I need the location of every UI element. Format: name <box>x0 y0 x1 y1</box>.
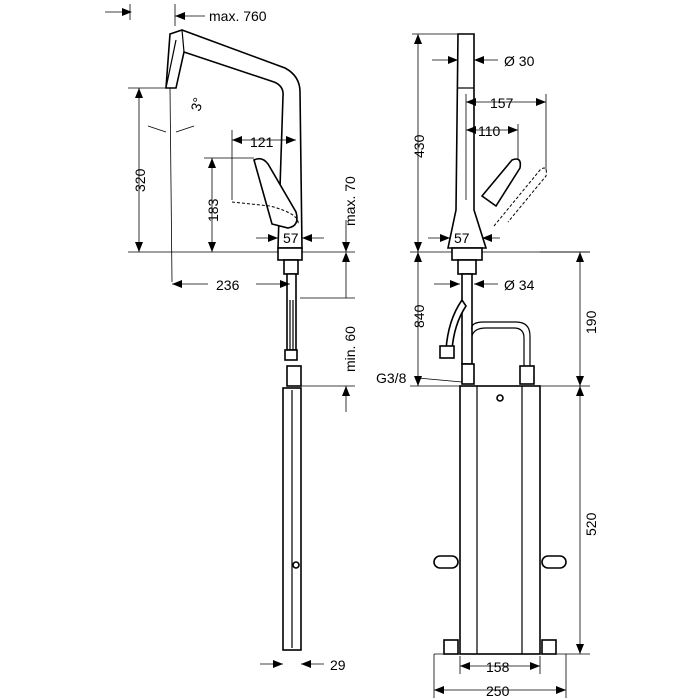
arrow <box>450 280 460 288</box>
vertical-ref <box>169 87 173 283</box>
arrow <box>172 280 182 288</box>
arrow <box>122 8 132 16</box>
front-hose-loop <box>471 321 531 366</box>
front-lever <box>480 158 522 208</box>
arrow <box>135 88 143 98</box>
box-foot-left <box>443 639 459 655</box>
dim-236-label: 236 <box>216 277 240 293</box>
arrow <box>208 158 216 168</box>
side-view: max. 760 320 3° 121 183 max. 70 57 <box>105 4 358 673</box>
angle-arrow-left <box>147 125 167 133</box>
front-base <box>451 247 483 261</box>
dim-320-label: 320 <box>132 168 148 192</box>
side-base <box>277 247 303 261</box>
dim-250-label: 250 <box>486 683 510 699</box>
dim-157-label: 157 <box>490 95 514 111</box>
dim-min-deck-label: min. 60 <box>342 326 358 372</box>
front-view: Ø 30 430 157 110 57 Ø 34 <box>376 33 599 699</box>
dim-reach-max-label: max. 760 <box>209 8 267 24</box>
arrow <box>414 242 422 252</box>
box-foot-right <box>541 639 557 655</box>
arrow <box>482 234 492 242</box>
side-box-screw <box>292 561 300 569</box>
side-fitting <box>284 349 298 361</box>
arrow <box>556 686 566 694</box>
arrow <box>448 56 458 64</box>
arrow <box>286 136 296 144</box>
arrow <box>280 280 290 288</box>
arrow <box>440 234 450 242</box>
dim-110-label: 110 <box>478 123 501 139</box>
box-screw <box>496 394 504 402</box>
front-shank <box>461 273 473 365</box>
arrow <box>576 386 584 396</box>
arrow <box>302 234 312 242</box>
front-hose-box <box>459 385 541 655</box>
spray-head-seam <box>165 39 177 89</box>
dim-spout-diameter-label: Ø 30 <box>504 53 535 69</box>
spout-joint <box>181 29 185 53</box>
arrow <box>508 126 518 134</box>
arrow <box>434 686 444 694</box>
arrow <box>208 242 216 252</box>
dim-430-label: 430 <box>411 134 427 158</box>
arrow <box>342 386 350 396</box>
arrow <box>466 98 476 106</box>
side-valve <box>286 365 302 387</box>
arrow <box>474 56 484 64</box>
arrow <box>414 252 422 262</box>
dim-840-label: 840 <box>411 304 427 328</box>
thread-leader <box>417 377 463 383</box>
dim-121-label: 121 <box>250 134 274 150</box>
arrow <box>273 660 283 668</box>
side-shank <box>286 273 297 351</box>
arrow <box>301 660 311 668</box>
arrow <box>342 242 350 252</box>
arrow <box>268 234 278 242</box>
arrow <box>135 242 143 252</box>
front-lever-swing <box>493 167 547 227</box>
front-box-inlet <box>519 365 535 385</box>
dim-190-label: 190 <box>583 310 599 334</box>
arrow <box>536 98 546 106</box>
dim-57-front-label: 57 <box>454 230 470 246</box>
arrow <box>474 280 484 288</box>
side-lever-swing <box>231 201 299 225</box>
arrow <box>342 252 350 262</box>
dim-520-label: 520 <box>583 512 599 536</box>
arrow <box>530 662 540 670</box>
front-hose-fitting <box>439 345 455 359</box>
arrow <box>576 252 584 262</box>
dim-183-label: 183 <box>205 198 221 222</box>
front-box-outlet <box>461 363 475 385</box>
thread-label: G3/8 <box>376 370 407 386</box>
arrow <box>414 376 422 386</box>
arrow <box>414 34 422 44</box>
side-shank-top <box>283 259 299 275</box>
angle-arrow-right <box>175 125 195 133</box>
arrow <box>232 136 242 144</box>
arrow <box>466 126 476 134</box>
dim-29-label: 29 <box>330 657 346 673</box>
arrow <box>175 12 185 20</box>
arrow <box>576 376 584 386</box>
front-hose-loop-inner <box>471 327 525 366</box>
dim-hole-diameter-label: Ø 34 <box>504 277 535 293</box>
front-spout <box>447 33 488 249</box>
dim-57-side-label: 57 <box>283 230 299 246</box>
arrow <box>576 644 584 654</box>
box-clip-left <box>433 555 459 569</box>
front-shank-top <box>457 259 477 275</box>
dim-lever-max-label: max. 70 <box>342 176 358 226</box>
arrow <box>460 662 470 670</box>
angle-label: 3° <box>187 96 206 113</box>
side-lever <box>253 157 298 229</box>
box-clip-right <box>541 555 567 569</box>
dim-158-label: 158 <box>486 659 510 675</box>
